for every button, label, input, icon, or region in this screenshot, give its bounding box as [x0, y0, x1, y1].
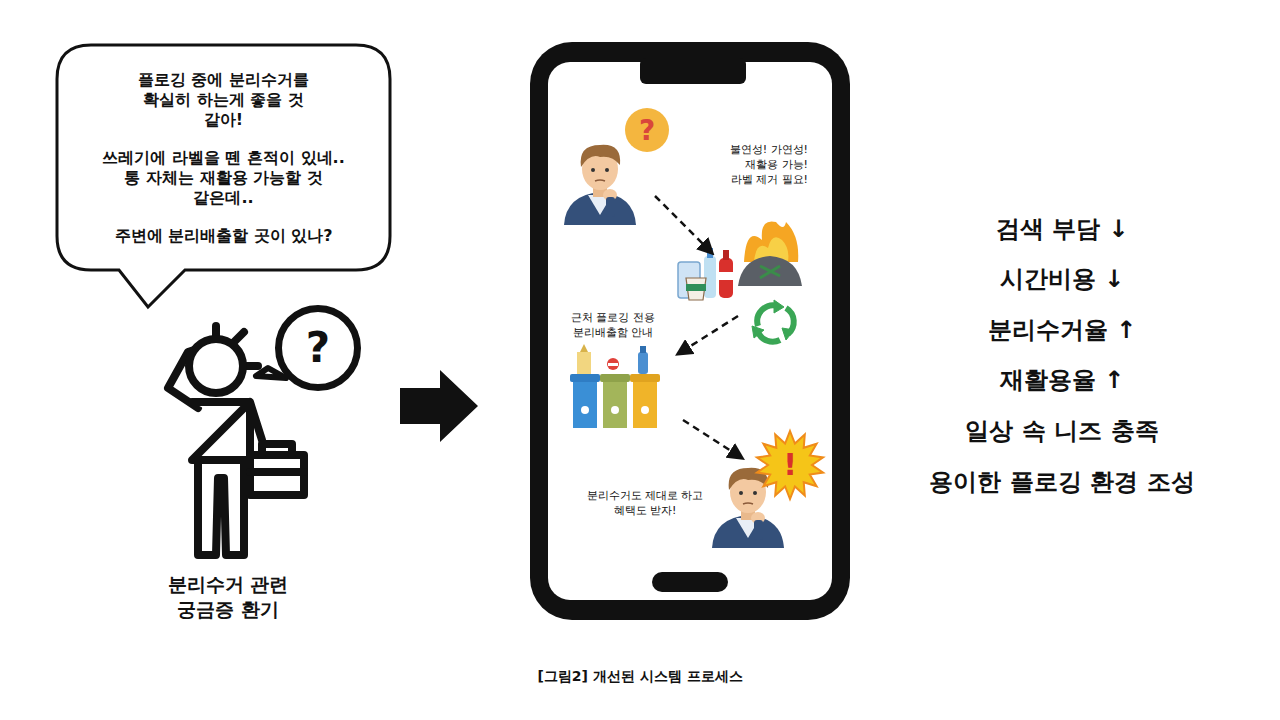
effect-item: 검색 부담 ↓ — [882, 214, 1242, 245]
man-thinking — [564, 145, 636, 225]
icon-caption: 분리수거 관련 궁금증 환기 — [153, 572, 303, 621]
dashed-flow-arrow — [655, 196, 742, 458]
symbol-text: ? — [639, 113, 655, 148]
bubble-text: 주변에 분리배출할 곳이 있나? — [115, 226, 333, 246]
effect-item: 일상 속 니즈 충족 — [882, 416, 1242, 447]
burning-waste-icon — [738, 221, 802, 286]
process-arrow — [400, 370, 478, 442]
bin-guide-note: 근처 플로깅 전용 분리배출함 안내 — [561, 311, 665, 341]
speech-bubble-outline — [57, 45, 390, 307]
thought-bubble: ? — [275, 305, 361, 391]
symbol-text: ? — [306, 322, 330, 375]
recyclables-icon — [678, 248, 733, 300]
effect-item: 분리수거율 ↑ — [882, 315, 1242, 346]
effect-item: 시간비용 ↓ — [882, 264, 1242, 295]
starburst — [757, 431, 823, 499]
question-badge: ? — [625, 108, 669, 152]
effect-item: 재활용율 ↑ — [882, 365, 1242, 396]
symbol-text: ! — [783, 446, 797, 484]
speech-bubble-outline — [57, 45, 390, 307]
speech-bubble: 플로깅 중에 분리수거를 확실히 하는게 좋을 것 같아! 쓰레기에 라벨을 뗀 … — [57, 45, 390, 270]
waste-type-note: 불연성! 가연성! 재활용 가능! 라벨 제거 필요! — [728, 143, 808, 188]
bubble-text: 플로깅 중에 분리수거를 확실히 하는게 좋을 것 같아! — [124, 70, 324, 130]
benefit-note: 분리수거도 제대로 하고 혜택도 받자! — [578, 489, 712, 519]
recycling-bins-icon — [570, 344, 660, 428]
figure-caption: [그림2] 개선된 시스템 프로세스 — [340, 668, 940, 686]
recycle-symbol — [752, 300, 794, 342]
exclamation-burst: ! — [760, 435, 820, 495]
effect-item: 용이한 플로깅 환경 조성 — [882, 467, 1242, 498]
smartphone — [530, 42, 850, 620]
bubble-text: 쓰레기에 라벨을 뗀 흔적이 있네.. 통 자체는 재활용 가능할 것 같은데.… — [93, 148, 355, 208]
